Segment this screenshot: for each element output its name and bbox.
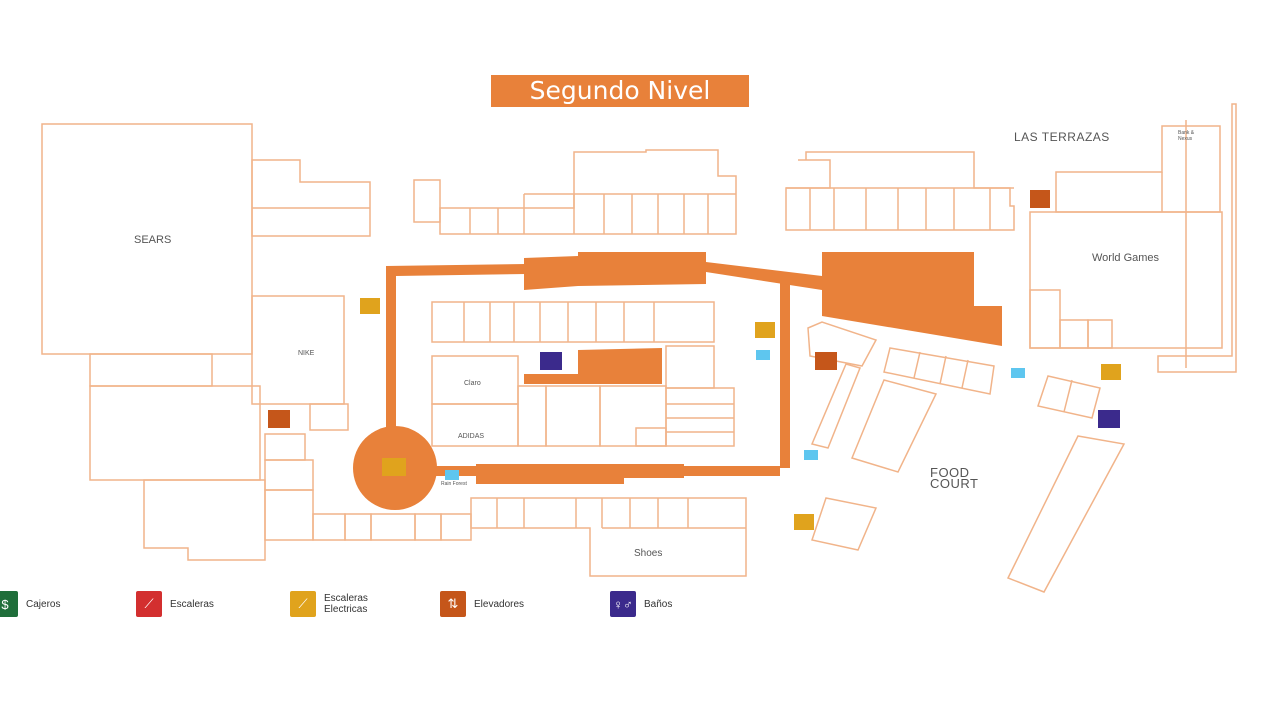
store-row-top-right[interactable] [785, 151, 1015, 231]
label-nike: NIKE [298, 350, 315, 357]
label-sears: SEARS [134, 234, 172, 246]
map-title: Segundo Nivel [491, 75, 749, 107]
escalator-icon[interactable] [1101, 364, 1121, 380]
legend-atm: $ Cajeros [0, 590, 60, 618]
corridor [386, 252, 1002, 484]
escalator-icon[interactable] [382, 458, 406, 476]
atm-icon: $ [0, 591, 18, 617]
restroom-icon[interactable] [1098, 410, 1120, 428]
legend-label: Escaleras Electricas [324, 593, 368, 615]
label-shoes: Shoes [634, 548, 663, 559]
info-icon[interactable] [756, 350, 770, 360]
elevator-icon[interactable] [268, 410, 290, 428]
store-row-top[interactable] [439, 149, 737, 235]
store-block[interactable] [89, 353, 213, 387]
elevator-icon[interactable] [815, 352, 837, 370]
elevator-icon: ⇅ [440, 591, 466, 617]
info-icon[interactable] [804, 450, 818, 460]
legend-elevator: ⇅ Elevadores [440, 590, 524, 618]
stairs-icon: ⟋ [136, 591, 162, 617]
label-bank: Bank & Nexus [1178, 130, 1195, 142]
legend-label: Elevadores [474, 598, 525, 610]
label-rain-forest: Rain Forest [441, 481, 467, 487]
legend-stairs: ⟋ Escaleras [136, 590, 214, 618]
legend-label: Escaleras [170, 598, 214, 610]
restroom-icon: ♀♂ [610, 591, 636, 617]
restroom-icon[interactable] [540, 352, 562, 370]
store-nike[interactable] [251, 295, 345, 405]
elevator-icon[interactable] [1030, 190, 1050, 208]
map-services [268, 190, 1121, 530]
store-block[interactable] [251, 159, 371, 237]
label-las-terrazas: LAS TERRAZAS [1014, 130, 1110, 144]
label-food-court-2: COURT [930, 476, 979, 491]
legend-label: Baños [644, 598, 673, 610]
label-adidas: ADIDAS [458, 433, 485, 440]
store-row-center[interactable] [431, 301, 715, 343]
legend-restroom: ♀♂ Baños [610, 590, 672, 618]
info-icon[interactable] [1011, 368, 1025, 378]
legend-label: Cajeros [26, 598, 61, 610]
legend-escalator: ⟋ Escaleras Electricas [290, 590, 374, 618]
store-world-games[interactable] [1029, 211, 1223, 349]
store-row-bottom[interactable] [470, 497, 747, 577]
escalator-icon: ⟋ [290, 591, 316, 617]
info-icon[interactable] [445, 470, 459, 480]
escalator-icon[interactable] [360, 298, 380, 314]
label-claro: Claro [464, 380, 481, 387]
label-world-games: World Games [1092, 252, 1160, 264]
label-food-court-1: FOOD [930, 465, 970, 480]
store-block[interactable] [143, 479, 266, 561]
escalator-icon[interactable] [755, 322, 775, 338]
store-block[interactable] [89, 385, 261, 481]
escalator-icon[interactable] [794, 514, 814, 530]
